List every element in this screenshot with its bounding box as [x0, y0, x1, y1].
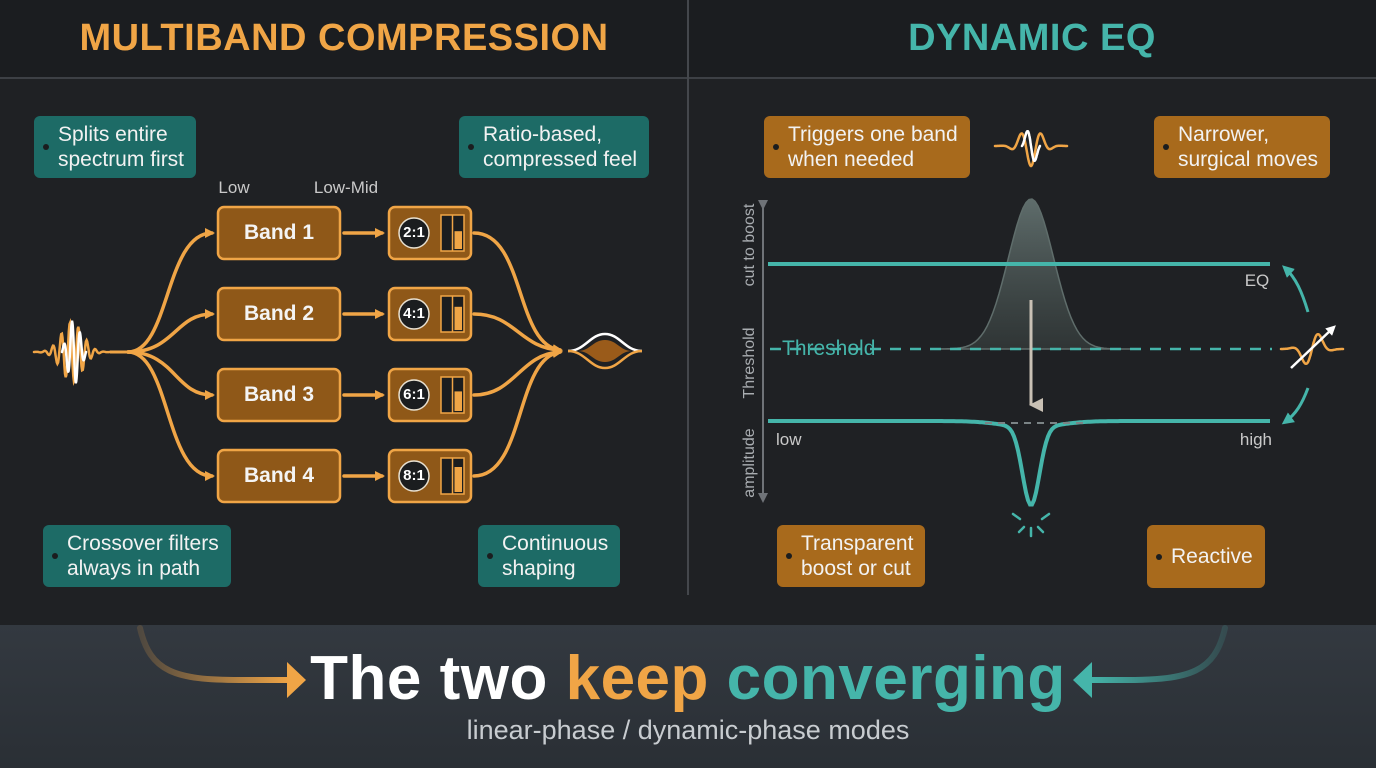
- note-crossover-filters: Crossover filters always in path: [43, 525, 231, 587]
- split-arrow-band-4: [126, 350, 215, 481]
- dynamic-eq-title: DYNAMIC EQ: [908, 17, 1156, 60]
- axis-label-threshold: Threshold: [740, 327, 758, 399]
- band-2-ratio: 4:1: [403, 305, 425, 323]
- meter-1-fill: [454, 231, 462, 249]
- high-label: high: [1239, 430, 1272, 450]
- dip-sparkle-icon: [1011, 512, 1051, 538]
- output-shape-icon: [567, 332, 643, 370]
- cut-return-arrow: [1281, 387, 1310, 425]
- note-narrower-surgical: Narrower, surgical moves: [1154, 116, 1331, 178]
- eq-line-lower: [768, 419, 1270, 507]
- merge-arrows: [472, 231, 563, 478]
- compressor-arrows: [342, 228, 385, 481]
- meter-4-fill: [454, 467, 462, 492]
- footer-arrow-left-head: [287, 662, 306, 698]
- footer-arrow-right: [1087, 625, 1228, 683]
- ratio-4-dial: [398, 460, 430, 492]
- note-text: Reactive: [1171, 545, 1253, 568]
- eq-label: EQ: [1244, 271, 1270, 291]
- split-arrows: [126, 228, 215, 481]
- meter-3-fill: [454, 391, 462, 411]
- band-3-box: [216, 367, 342, 423]
- note-text: Narrower, surgical moves: [1178, 123, 1319, 171]
- note-ratio-based: Ratio-based, compressed feel: [459, 116, 650, 178]
- column-label-low-mid: Low-Mid: [313, 178, 379, 198]
- split-arrow-band-3: [126, 350, 215, 400]
- note-bullet: [1163, 144, 1169, 150]
- note-bullet: [786, 553, 792, 559]
- boost-bell-curve: [930, 198, 1140, 350]
- footer-headline: The two keep converging: [300, 642, 1076, 716]
- note-text: Continuous shaping: [502, 532, 609, 580]
- band-2-label: Band 2: [243, 301, 314, 325]
- low-label: low: [776, 430, 802, 450]
- band-boxes: [216, 205, 342, 504]
- multiband-title: MULTIBAND COMPRESSION: [79, 17, 609, 60]
- compressor-boxes: [387, 205, 473, 504]
- band-4-box: [216, 448, 342, 504]
- band-2-box: [216, 286, 342, 342]
- footer-band: [0, 625, 1376, 768]
- note-bullet: [52, 553, 58, 559]
- dynamic-band-icon: [1279, 325, 1345, 369]
- merge-arrow-band-1: [472, 231, 563, 355]
- trigger-waveform-highlight: [1020, 129, 1042, 163]
- footer-arrow-left: [137, 625, 293, 683]
- ratio-1-dial: [398, 217, 430, 249]
- note-reactive: Reactive: [1147, 525, 1265, 588]
- headline-part-3: converging: [726, 644, 1066, 714]
- note-text: Triggers one band when needed: [788, 123, 958, 171]
- column-label-low: Low: [218, 178, 250, 198]
- note-bullet: [468, 144, 474, 150]
- axis-label-cut-to-boost: cut to boost: [740, 203, 758, 287]
- merge-arrow-band-3: [472, 347, 563, 397]
- band-1-box: [216, 205, 342, 261]
- band-4-label: Band 4: [243, 463, 314, 487]
- note-bullet: [487, 553, 493, 559]
- note-bullet: [43, 144, 49, 150]
- ratio-3-dial: [398, 379, 430, 411]
- note-bullet: [1156, 553, 1162, 560]
- note-triggers-one-band: Triggers one band when needed: [764, 116, 970, 178]
- axis-label-amplitude: amplitude: [740, 428, 758, 498]
- ratio-2-dial: [398, 298, 430, 330]
- meter-2-fill: [454, 306, 462, 330]
- note-continuous-shaping: Continuous shaping: [478, 525, 621, 587]
- note-text: Splits entire spectrum first: [58, 123, 185, 171]
- headline-part-1: The two: [310, 644, 566, 714]
- note-splits-spectrum: Splits entire spectrum first: [34, 116, 197, 178]
- footer-subtitle: linear-phase / dynamic-phase modes: [466, 714, 910, 745]
- note-bullet: [773, 144, 779, 150]
- threshold-label: Threshold: [782, 336, 876, 360]
- band-1-label: Band 1: [243, 220, 314, 244]
- merge-arrow-band-2: [472, 312, 563, 355]
- split-arrow-band-2: [126, 309, 215, 354]
- merge-arrow-band-4: [472, 347, 563, 478]
- band-3-ratio: 6:1: [403, 386, 425, 404]
- footer-arrow-right-head: [1073, 662, 1092, 698]
- trigger-waveform-icon: [993, 132, 1069, 168]
- note-transparent-boost-cut: Transparent boost or cut: [777, 525, 926, 587]
- band-3-label: Band 3: [243, 382, 314, 406]
- band-1-ratio: 2:1: [403, 224, 425, 242]
- input-waveform-icon: [32, 318, 112, 386]
- boost-return-arrow: [1282, 265, 1310, 313]
- split-arrow-band-1: [126, 228, 215, 354]
- note-text: Transparent boost or cut: [801, 532, 914, 580]
- note-text: Ratio-based, compressed feel: [483, 123, 638, 171]
- band-4-ratio: 8:1: [403, 467, 425, 485]
- headline-part-2: keep: [565, 644, 727, 714]
- note-text: Crossover filters always in path: [67, 532, 219, 580]
